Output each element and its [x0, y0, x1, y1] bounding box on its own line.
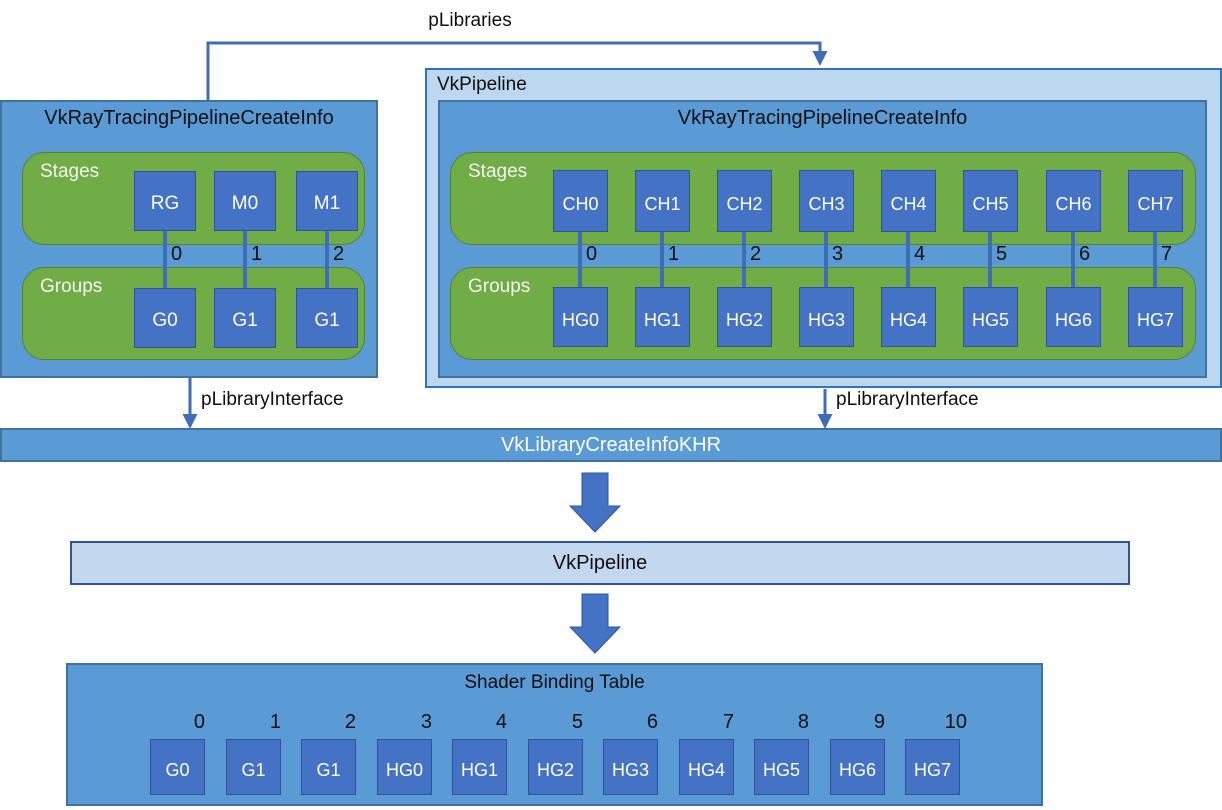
sbt-index-6: 6: [646, 711, 658, 733]
left-groups-label: Groups: [40, 276, 103, 297]
left-group-chip: G0: [134, 288, 196, 348]
sbt-entry: HG1: [452, 739, 507, 795]
left-stage-chip: M0: [214, 171, 276, 231]
right-stage-chip: CH2: [717, 170, 772, 232]
right-group-chip: HG1: [635, 287, 690, 347]
sbt-entry: G1: [301, 739, 356, 795]
sbt-index-10: 10: [944, 711, 967, 733]
right-connector-0: [578, 232, 582, 287]
right-groups-label: Groups: [468, 276, 531, 297]
right-connector-7: [1153, 232, 1157, 287]
right-index-5: 5: [996, 243, 1008, 265]
left-index-2: 2: [333, 243, 345, 265]
sbt-index-0: 0: [193, 711, 205, 733]
right-index-0: 0: [586, 243, 598, 265]
right-stage-chip: CH1: [635, 170, 690, 232]
sbt-index-8: 8: [797, 711, 809, 733]
sbt-entry: G0: [150, 739, 205, 795]
left-index-1: 1: [251, 243, 263, 265]
right-index-6: 6: [1079, 243, 1091, 265]
right-stage-chip: CH5: [963, 170, 1018, 232]
right-connector-3: [824, 232, 828, 287]
right-stage-chip: CH7: [1128, 170, 1183, 232]
sbt-entry: HG2: [528, 739, 583, 795]
right-index-1: 1: [668, 243, 680, 265]
left-connector-0: [163, 231, 167, 288]
sbt-entry: HG6: [830, 739, 885, 795]
plibrary-interface-right-label: pLibraryInterface: [836, 389, 979, 410]
left-stage-chip: RG: [134, 171, 196, 231]
sbt-index-9: 9: [873, 711, 885, 733]
left-stage-chip: M1: [296, 171, 358, 231]
sbt-entry: HG0: [377, 739, 432, 795]
left-connector-2: [325, 231, 329, 288]
pipeline-bar: VkPipeline: [70, 541, 1130, 585]
sbt-entry: HG5: [754, 739, 809, 795]
right-group-chip: HG3: [799, 287, 854, 347]
right-stage-chip: CH3: [799, 170, 854, 232]
library-create-info-bar: VkLibraryCreateInfoKHR: [0, 428, 1222, 462]
plibraries-label: pLibraries: [428, 10, 512, 31]
sbt-index-3: 3: [420, 711, 432, 733]
right-connector-4: [906, 232, 910, 287]
right-group-chip: HG7: [1128, 287, 1183, 347]
right-stage-chip: CH6: [1046, 170, 1101, 232]
down-block-arrow-2: [568, 593, 622, 654]
right-index-4: 4: [914, 243, 926, 265]
sbt-entry: HG4: [679, 739, 734, 795]
left-connector-1: [243, 231, 247, 288]
right-index-3: 3: [832, 243, 844, 265]
left-index-0: 0: [171, 243, 183, 265]
sbt-index-7: 7: [722, 711, 734, 733]
sbt-entry: HG7: [905, 739, 960, 795]
sbt-title: Shader Binding Table: [464, 672, 645, 693]
right-index-2: 2: [750, 243, 762, 265]
sbt-index-2: 2: [344, 711, 356, 733]
right-vkpipeline-label: VkPipeline: [437, 74, 527, 95]
sbt-index-5: 5: [571, 711, 583, 733]
right-connector-1: [660, 232, 664, 287]
right-connector-5: [988, 232, 992, 287]
left-create-info-title: VkRayTracingPipelineCreateInfo: [44, 107, 334, 129]
left-group-chip: G1: [296, 288, 358, 348]
right-stage-chip: CH4: [881, 170, 936, 232]
right-connector-6: [1071, 232, 1075, 287]
plibrary-interface-left-label: pLibraryInterface: [201, 389, 344, 410]
right-connector-2: [742, 232, 746, 287]
right-group-chip: HG4: [881, 287, 936, 347]
right-index-7: 7: [1161, 243, 1173, 265]
sbt-entry: G1: [226, 739, 281, 795]
sbt-index-1: 1: [269, 711, 281, 733]
down-block-arrow-1: [568, 472, 622, 533]
left-group-chip: G1: [214, 288, 276, 348]
left-stages-label: Stages: [40, 161, 100, 182]
right-group-chip: HG5: [963, 287, 1018, 347]
right-group-chip: HG0: [553, 287, 608, 347]
right-stages-label: Stages: [468, 161, 528, 182]
right-group-chip: HG2: [717, 287, 772, 347]
right-stage-chip: CH0: [553, 170, 608, 232]
sbt-index-4: 4: [495, 711, 507, 733]
right-group-chip: HG6: [1046, 287, 1101, 347]
sbt-entry: HG3: [603, 739, 658, 795]
right-create-info-title: VkRayTracingPipelineCreateInfo: [677, 107, 968, 129]
